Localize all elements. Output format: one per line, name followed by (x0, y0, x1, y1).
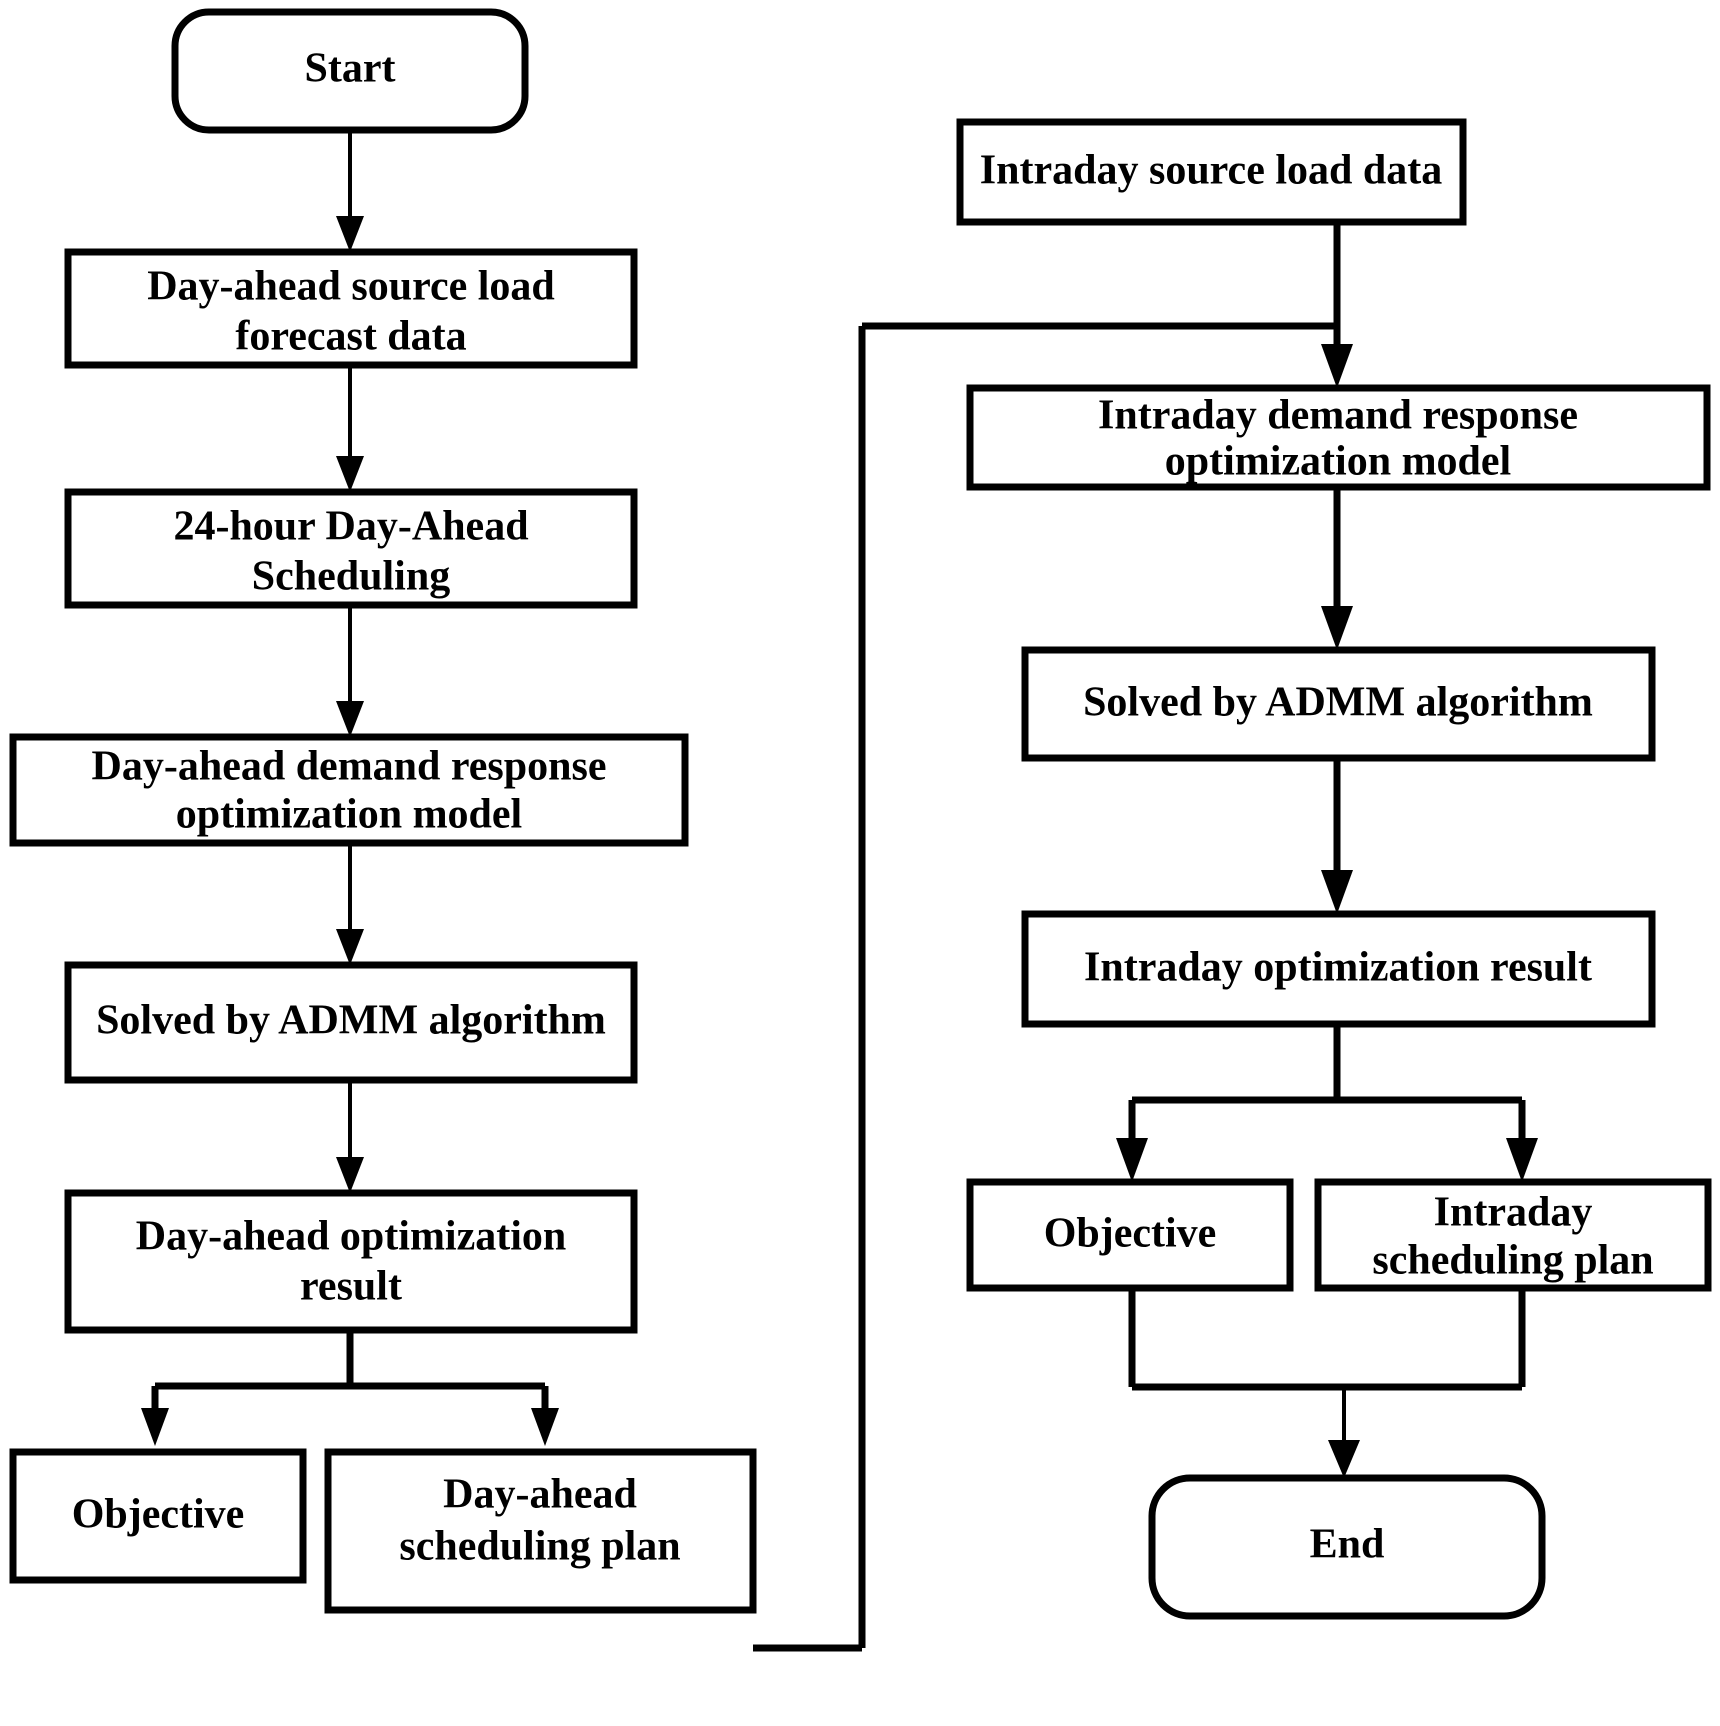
da-objective-box[interactable] (9, 1448, 307, 1584)
da-forecast-label-line1: Day-ahead source load (147, 264, 555, 310)
connector-da-plan-to-intraday (753, 322, 1337, 1652)
node-id-admm[interactable]: Solved by ADMM algorithm (1021, 646, 1656, 762)
node-da-forecast[interactable]: Day-ahead source load forecast data (64, 248, 638, 369)
id-objective-box[interactable] (966, 1178, 1294, 1292)
node-da-result[interactable]: Day-ahead optimization result (64, 1189, 638, 1334)
id-plan-label-line2: scheduling plan (1372, 1238, 1653, 1284)
id-model-label-line1: Intraday demand response (1098, 393, 1578, 439)
connector-da-model-to-da-admm (336, 843, 364, 965)
id-source-label: Intraday source load data (980, 148, 1442, 194)
da-plan-label-line1: Day-ahead (443, 1472, 637, 1518)
node-da-plan[interactable]: Day-ahead scheduling plan (324, 1448, 757, 1614)
da-forecast-label-line2: forecast data (235, 314, 466, 360)
node-id-result[interactable]: Intraday optimization result (1021, 910, 1656, 1028)
da-forecast-box[interactable] (64, 248, 638, 369)
node-id-plan[interactable]: Intraday scheduling plan (1314, 1178, 1712, 1292)
connector-start-to-da-forecast (336, 130, 364, 252)
da-result-label-line1: Day-ahead optimization (136, 1214, 567, 1260)
da-result-label-line2: result (300, 1264, 402, 1310)
node-da-model[interactable]: Day-ahead demand response optimization m… (9, 733, 689, 847)
end-label: End (1310, 1522, 1385, 1568)
da-model-label-line1: Day-ahead demand response (92, 744, 607, 790)
connector-id-result-split (1116, 1024, 1538, 1182)
node-da-24h[interactable]: 24-hour Day-Ahead Scheduling (64, 488, 638, 609)
start-label: Start (305, 46, 396, 92)
da-model-label-line2: optimization model (176, 792, 522, 838)
node-id-objective[interactable]: Objective (966, 1178, 1294, 1292)
id-model-label-line2: optimization model (1165, 439, 1511, 485)
connector-da-24h-to-da-model (336, 605, 364, 737)
da-plan-label-line2: scheduling plan (399, 1524, 680, 1570)
connector-da-result-split (141, 1330, 559, 1446)
end-box[interactable] (1148, 1474, 1546, 1620)
node-start[interactable]: Start (171, 8, 529, 134)
id-model-box[interactable] (966, 384, 1711, 491)
connector-id-admm-to-id-result (1321, 758, 1353, 914)
da-24h-label-line2: Scheduling (252, 554, 450, 600)
start-box[interactable] (171, 8, 529, 134)
node-id-source[interactable]: Intraday source load data (956, 118, 1467, 226)
connector-da-admm-to-da-result (336, 1080, 364, 1193)
node-da-admm[interactable]: Solved by ADMM algorithm (64, 961, 638, 1084)
id-source-box[interactable] (956, 118, 1467, 226)
node-da-objective[interactable]: Objective (9, 1448, 307, 1584)
connector-id-model-to-id-admm (1321, 487, 1353, 650)
connector-id-merge-to-end (1128, 1288, 1526, 1478)
da-objective-label: Objective (72, 1492, 245, 1538)
da-admm-label: Solved by ADMM algorithm (96, 998, 606, 1044)
da-admm-box[interactable] (64, 961, 638, 1084)
id-admm-label: Solved by ADMM algorithm (1083, 680, 1593, 726)
node-end[interactable]: End (1148, 1474, 1546, 1620)
id-objective-label: Objective (1044, 1211, 1217, 1257)
da-24h-box[interactable] (64, 488, 638, 609)
id-result-box[interactable] (1021, 910, 1656, 1028)
da-24h-label-line1: 24-hour Day-Ahead (173, 504, 528, 550)
id-admm-box[interactable] (1021, 646, 1656, 762)
id-result-label: Intraday optimization result (1084, 945, 1592, 991)
node-id-model[interactable]: Intraday demand response optimization mo… (966, 384, 1711, 491)
da-plan-box[interactable] (324, 1448, 757, 1614)
connector-id-source-to-id-model (1321, 222, 1353, 388)
id-plan-box[interactable] (1314, 1178, 1712, 1292)
id-plan-label-line1: Intraday (1434, 1190, 1593, 1236)
da-model-box[interactable] (9, 733, 689, 847)
da-result-box[interactable] (64, 1189, 638, 1334)
connector-da-forecast-to-da-24h (336, 365, 364, 492)
